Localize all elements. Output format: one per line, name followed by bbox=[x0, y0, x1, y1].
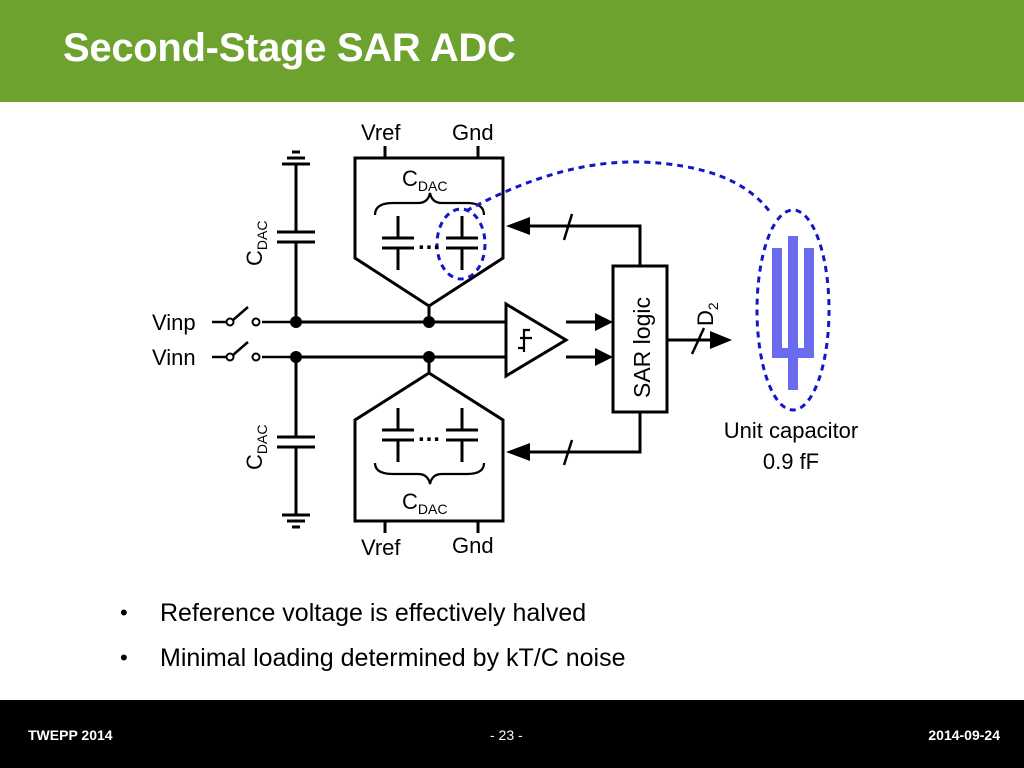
left-top-capacitor bbox=[277, 150, 315, 322]
vinn-label: Vinn bbox=[152, 345, 196, 370]
comparator bbox=[504, 301, 569, 379]
sar-logic-label: SAR logic bbox=[629, 297, 655, 398]
unit-cap-label: Unit capacitor bbox=[724, 418, 859, 443]
highlight-small-ellipse bbox=[435, 207, 487, 281]
finger-left bbox=[772, 248, 782, 358]
arrow-to-bottom-dac bbox=[506, 443, 530, 461]
left-bottom-cdac-label: CDAC bbox=[242, 425, 270, 470]
junction-dot bbox=[290, 351, 302, 363]
highlight-large-ellipse bbox=[755, 208, 831, 412]
bottom-cdac-label: CDAC bbox=[402, 489, 447, 517]
bottom-vref-label: Vref bbox=[361, 535, 401, 560]
bullet-dot-icon: • bbox=[120, 645, 128, 670]
footer-date: 2014-09-24 bbox=[928, 727, 1000, 743]
left-top-cdac-label: CDAC bbox=[242, 221, 270, 266]
junction-dot bbox=[423, 316, 435, 328]
footer-bar: TWEPP 2014 - 23 - 2014-09-24 bbox=[0, 700, 1024, 768]
arrow-to-sar-n bbox=[595, 348, 613, 366]
bottom-dac-block bbox=[353, 371, 505, 523]
bullet-text: Minimal loading determined by kT/C noise bbox=[160, 644, 626, 672]
bottom-dac-cap-1 bbox=[382, 408, 414, 462]
finger-center bbox=[788, 236, 798, 348]
vinp-label: Vinp bbox=[152, 310, 196, 335]
bullet-item: • Minimal loading determined by kT/C nois… bbox=[120, 641, 626, 686]
arrow-to-sar-p bbox=[595, 313, 613, 331]
arrow-to-top-dac bbox=[506, 217, 530, 235]
footer-page-number: - 23 - bbox=[490, 727, 523, 743]
finger-bus bbox=[772, 348, 814, 358]
top-dac-cap-2 bbox=[446, 216, 478, 270]
bullet-list: • Reference voltage is effectively halved… bbox=[120, 596, 626, 686]
bottom-dac-dots: … bbox=[417, 420, 441, 447]
arrow-output bbox=[710, 331, 732, 349]
bottom-dac-cap-2 bbox=[446, 408, 478, 462]
top-vref-label: Vref bbox=[361, 120, 401, 145]
bottom-gnd-label: Gnd bbox=[452, 533, 494, 558]
feedback-bottom-wire bbox=[530, 412, 642, 454]
feedback-top-wire bbox=[530, 224, 642, 266]
bullet-text: Reference voltage is effectively halved bbox=[160, 599, 587, 627]
footer-conference: TWEPP 2014 bbox=[28, 727, 113, 743]
junction-dot bbox=[423, 351, 435, 363]
top-gnd-label: Gnd bbox=[452, 120, 494, 145]
finger-right bbox=[804, 248, 814, 358]
left-bottom-capacitor bbox=[277, 357, 315, 529]
bottom-dac-brace bbox=[373, 462, 486, 485]
top-dac-brace bbox=[373, 192, 486, 216]
sar-adc-diagram: Vref Gnd CDAC … Vref Gnd CDAC … CDAC CDA… bbox=[152, 120, 859, 560]
bullet-dot-icon: • bbox=[120, 600, 128, 625]
finger-stem bbox=[788, 358, 798, 390]
top-dac-cap-1 bbox=[382, 216, 414, 270]
slide-title: Second-Stage SAR ADC bbox=[63, 26, 516, 70]
top-cdac-label: CDAC bbox=[402, 166, 447, 194]
top-dac-dots: … bbox=[417, 228, 441, 255]
highlight-dashed-link bbox=[465, 160, 772, 213]
title-bar: Second-Stage SAR ADC bbox=[0, 0, 1024, 102]
junction-dot bbox=[290, 316, 302, 328]
d2-label: D2 bbox=[693, 302, 721, 326]
bullet-item: • Reference voltage is effectively halved bbox=[120, 596, 626, 641]
unit-cap-value: 0.9 fF bbox=[763, 449, 819, 474]
hysteresis-symbol bbox=[518, 328, 532, 352]
